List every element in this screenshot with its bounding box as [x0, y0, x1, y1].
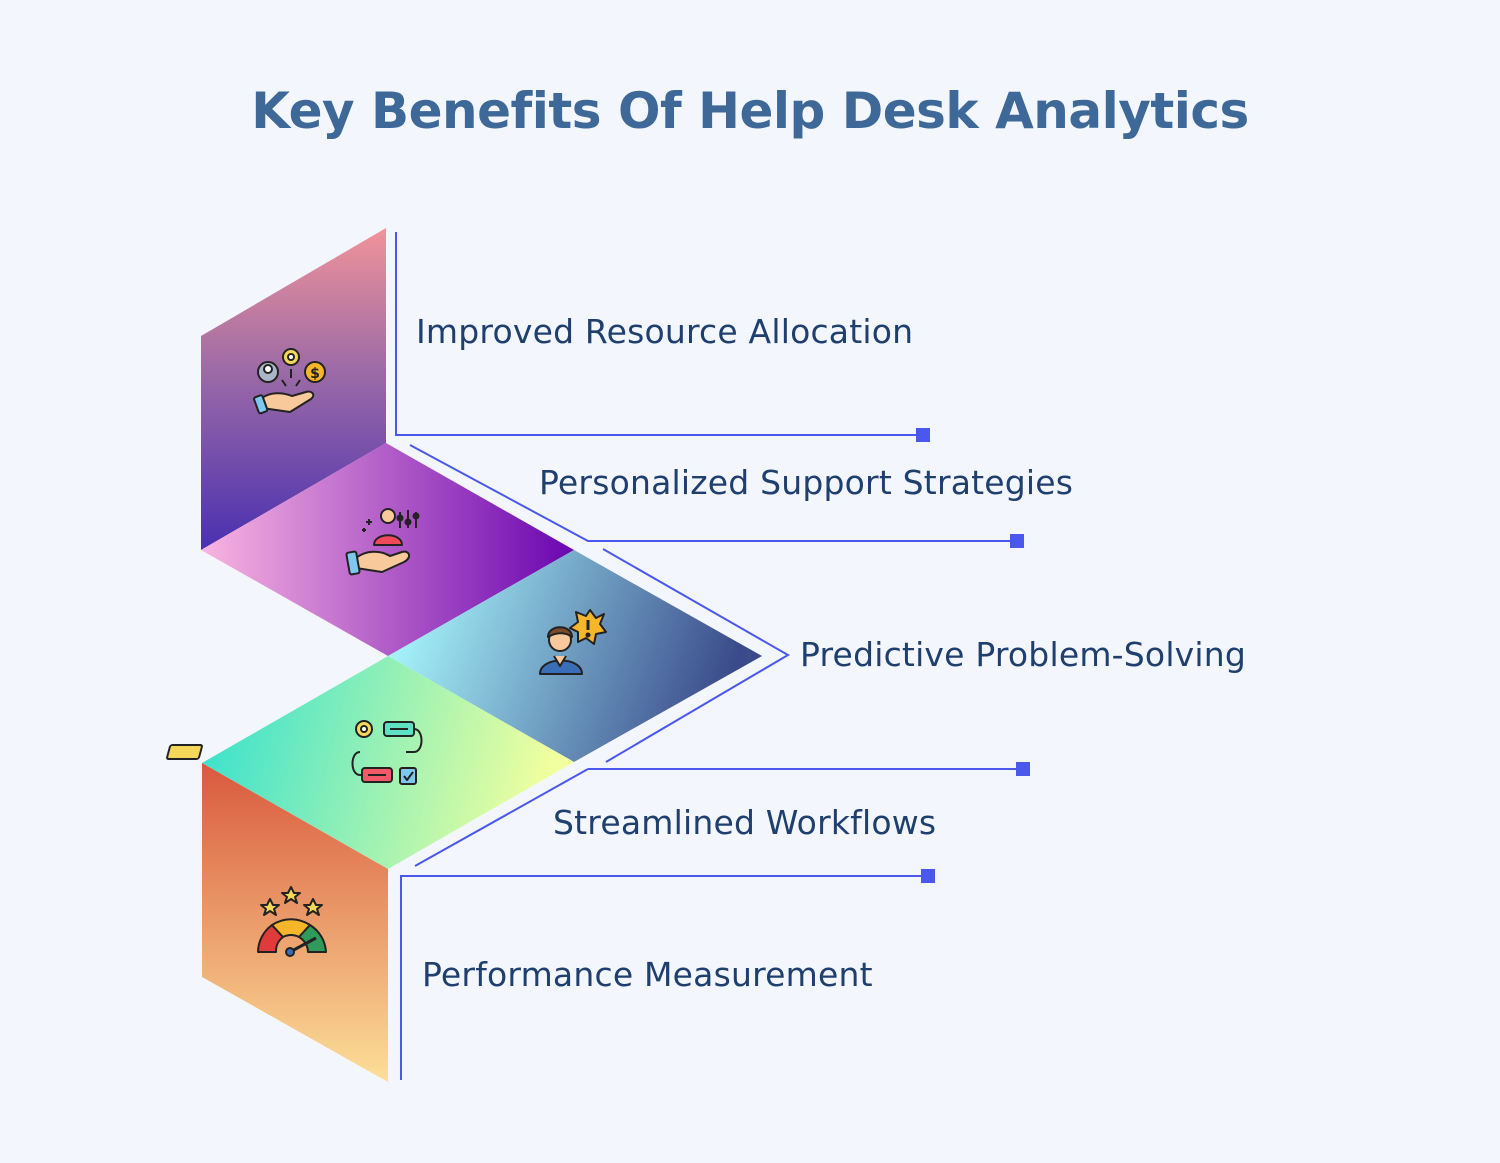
connector-1 — [395, 232, 918, 436]
connector-2-end-marker — [1010, 534, 1024, 548]
connector-4b — [414, 768, 589, 867]
hand-person-gear-coin-icon: $ — [253, 348, 326, 415]
benefit-label-workflows: Streamlined Workflows — [553, 803, 937, 842]
segment-4-shape — [202, 656, 574, 869]
gauge-stars-icon — [257, 886, 327, 957]
svg-text:$: $ — [310, 366, 320, 382]
connector-1-end-marker — [916, 428, 930, 442]
hand-person-sliders-icon — [345, 508, 420, 576]
benefit-label-problem-solving: Predictive Problem-Solving — [800, 635, 1247, 674]
segment-2-shape — [201, 443, 574, 656]
workflow-icon — [166, 720, 423, 785]
connector-5 — [400, 875, 924, 1080]
connector-5-end-marker — [921, 869, 935, 883]
connector-2 — [409, 444, 1013, 542]
benefit-label-support-strategies: Personalized Support Strategies — [539, 463, 1074, 502]
connector-3 — [602, 548, 790, 763]
connector-4-end-marker — [1016, 762, 1030, 776]
segment-1-shape — [201, 228, 386, 550]
segment-3-shape — [388, 550, 762, 762]
page-title: Key Benefits Of Help Desk Analytics — [251, 82, 1249, 140]
benefit-label-resource-allocation: Improved Resource Allocation — [416, 312, 914, 351]
benefit-label-performance: Performance Measurement — [422, 955, 873, 994]
person-alert-icon — [539, 609, 607, 675]
